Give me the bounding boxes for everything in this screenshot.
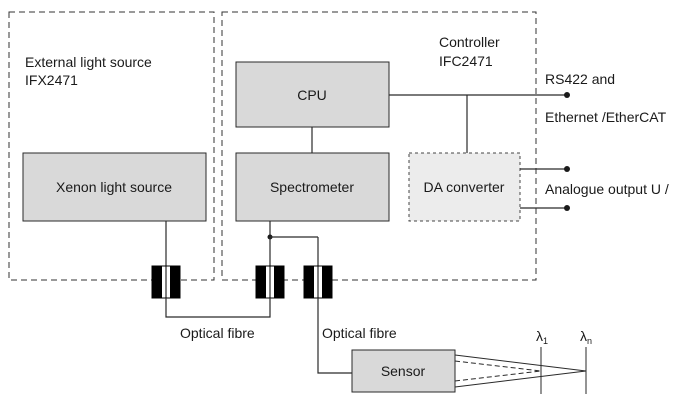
sensor-fibre-connector: [303, 265, 333, 299]
spectrometer-block: [235, 152, 390, 222]
sensor-block: [351, 349, 456, 393]
xenon-light-source-block: [22, 152, 207, 222]
sensor-fibre: [317, 298, 352, 374]
analogue-output-label: Analogue output U / I: [545, 181, 673, 197]
controller-title-line1: Controller: [439, 34, 500, 50]
xenon-spectrometer-fibre: [165, 298, 271, 318]
analogue-terminal-dot-upper: [564, 166, 570, 172]
optical-fibre-right-label: Optical fibre: [322, 325, 397, 341]
beam-upper-outer: [454, 354, 587, 372]
sensor-label: Sensor: [381, 363, 426, 379]
lambda1-label: λ1: [536, 328, 548, 346]
rs422-terminal-dot: [564, 92, 570, 98]
spectrometer-fibre-connector: [255, 265, 285, 299]
analogue-terminal-dot-lower: [564, 205, 570, 211]
controller-title-line2: IFC2471: [439, 53, 493, 69]
da-converter-label: DA converter: [424, 179, 505, 195]
spectrometer-label: Spectrometer: [270, 179, 354, 195]
ethernet-label: Ethernet /EtherCAT: [545, 109, 667, 125]
xenon-fibre-connector: [151, 265, 181, 299]
xenon-light-source-label: Xenon light source: [56, 179, 172, 195]
lambdan-label: λn: [580, 328, 592, 346]
cpu-label: CPU: [297, 87, 327, 103]
rs422-label: RS422 and: [545, 71, 615, 87]
beam-lower-outer: [454, 370, 587, 388]
external-source-title-line1: External light source: [25, 54, 152, 70]
external-light-source-enclosure: [8, 11, 215, 281]
controller-enclosure: [221, 11, 537, 281]
da-converter-block: [408, 152, 521, 222]
cpu-block: [235, 61, 390, 128]
optical-fibre-left-label: Optical fibre: [180, 325, 255, 341]
beam-lower-inner: [454, 370, 542, 382]
external-source-title-line2: IFX2471: [25, 72, 78, 88]
beam-upper-inner: [454, 360, 542, 372]
